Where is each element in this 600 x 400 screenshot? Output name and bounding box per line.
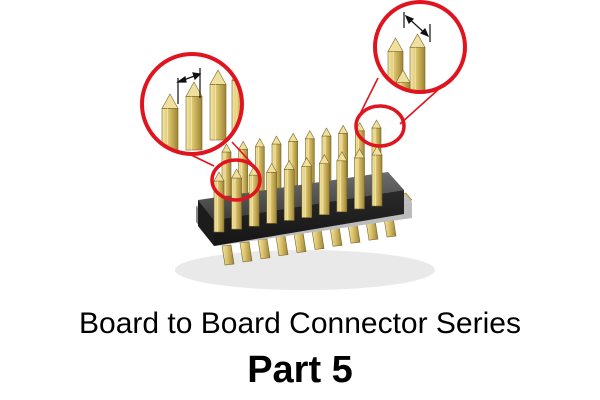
smt-foot-2 [239,241,253,263]
pin-back-1 [221,143,232,197]
pitch-dimension-right [403,12,431,42]
highlight-ring-small-right [354,104,406,148]
zoom-pin-right-1 [387,37,404,92]
magnified-view-right [373,0,467,94]
series-title: Board to Board Connector Series [79,307,521,340]
connector-illustration [140,0,467,290]
zoom-pin-left-2 [185,81,203,151]
zoom-pin-right-2 [409,33,426,92]
floor-shadow [175,250,435,290]
part-label: Part 5 [247,349,353,391]
pin-front-5 [283,159,295,221]
highlight-ring-small-left [210,158,262,202]
pin-front-1 [213,171,225,233]
pin-front-4 [266,162,278,224]
zoom-pin-left-3 [209,69,227,141]
pin-front-8 [336,151,348,213]
pin-front-6 [301,156,313,218]
magnified-view-left [140,52,244,156]
pin-front-2 [231,168,243,230]
smt-foot-5 [293,232,307,253]
pin-front-9 [353,148,365,210]
pitch-dimension-left [176,68,202,104]
pin-front-7 [318,154,330,215]
smt-foot-6 [311,229,325,250]
pin-front-10 [371,145,383,207]
pins-front-row [213,145,383,233]
smt-foot-1 [221,244,235,266]
